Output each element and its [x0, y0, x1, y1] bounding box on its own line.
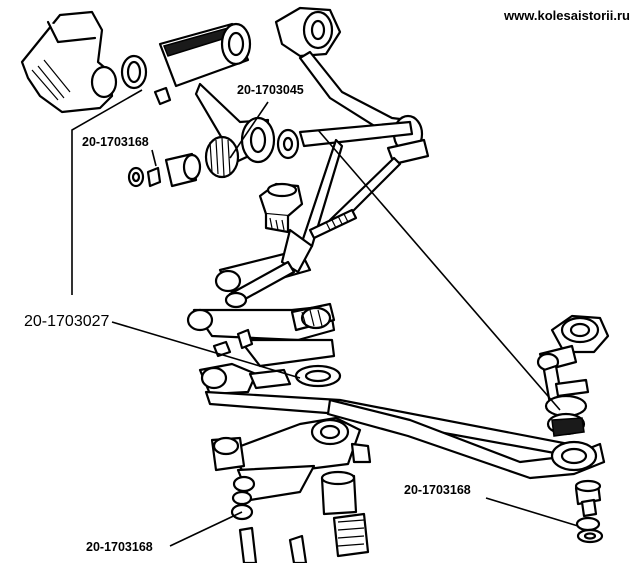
leader-lines	[71, 89, 579, 547]
right-lever-assembly	[536, 314, 610, 437]
top-left-bracket	[20, 10, 172, 114]
label-washer-right: 20-1703168	[404, 483, 471, 497]
label-washer-left: 20-1703168	[82, 135, 149, 149]
long-drag-link	[326, 398, 606, 480]
washer-pin-group	[127, 128, 300, 188]
label-main-part: 20-1703027	[24, 313, 110, 330]
watermark-url: www.kolesaistorii.ru	[504, 8, 630, 23]
lower-lever-assembly	[210, 416, 372, 563]
upper-bushing-arm	[158, 22, 276, 164]
label-bracket-part: 20-1703045	[237, 83, 304, 97]
center-nut	[258, 182, 304, 234]
bottom-right-bolt	[574, 479, 604, 544]
connecting-rod-upper	[298, 120, 414, 248]
label-washer-bottom: 20-1703168	[86, 540, 153, 554]
central-lever-assembly	[186, 228, 336, 368]
